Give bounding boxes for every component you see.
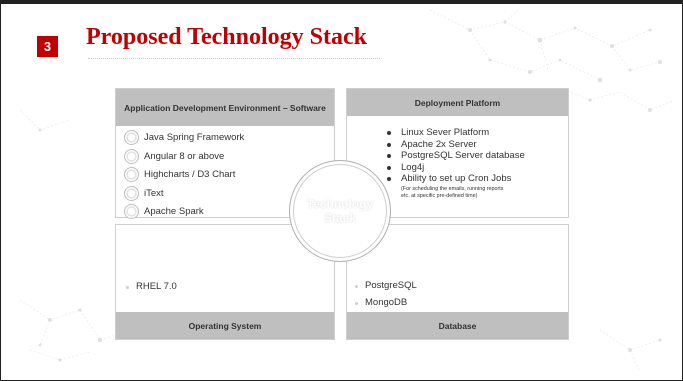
list-item: Apache 2x Server xyxy=(387,139,525,151)
os-quadrant: RHEL 7.0 Operating System xyxy=(115,224,335,340)
os-heading: Operating System xyxy=(116,312,334,339)
deployment-heading: Deployment Platform xyxy=(347,89,568,116)
center-label: Technology Stack xyxy=(306,197,374,225)
ring-icon xyxy=(124,204,139,219)
list-item: Ability to set up Cron Jobs xyxy=(387,173,525,185)
list-item: PostgreSQL xyxy=(355,280,417,291)
deployment-list: Linux Sever Platform Apache 2x Server Po… xyxy=(387,127,525,185)
ring-icon xyxy=(124,148,139,164)
slide-number-badge: 3 xyxy=(37,36,58,57)
list-item: Apache Spark xyxy=(124,203,244,222)
app-dev-list: Java Spring Framework Angular 8 or above… xyxy=(124,129,244,222)
title-underline xyxy=(88,58,380,59)
list-item: Angular 8 or above xyxy=(124,148,244,167)
list-item: MongoDB xyxy=(354,297,408,308)
list-item: Java Spring Framework xyxy=(124,129,244,148)
ring-icon xyxy=(124,185,139,201)
list-item: Highcharts / D3 Chart xyxy=(124,166,244,185)
ring-icon xyxy=(124,167,139,182)
note-line: (For scheduling the emails, running repo… xyxy=(401,186,504,192)
ring-icon xyxy=(124,130,139,145)
list-item: PostgreSQL Server database xyxy=(387,150,525,162)
deployment-quadrant: Deployment Platform Linux Sever Platform… xyxy=(346,88,569,218)
list-item: iText xyxy=(124,185,244,204)
app-dev-heading: Application Development Environment – So… xyxy=(116,89,334,126)
center-hub: Technology Stack xyxy=(289,160,391,262)
list-item: Linux Sever Platform xyxy=(387,127,525,139)
database-heading: Database xyxy=(347,312,568,339)
list-item: RHEL 7.0 xyxy=(126,281,177,292)
app-dev-quadrant: Application Development Environment – So… xyxy=(115,88,335,219)
list-item: Log4j xyxy=(387,162,525,174)
note-line: etc. at specific pre-defined time) xyxy=(401,192,478,199)
database-quadrant: PostgreSQL MongoDB Database xyxy=(346,224,569,340)
slide-title: Proposed Technology Stack xyxy=(86,24,367,50)
cron-note: (For scheduling the emails, running repo… xyxy=(387,186,503,199)
